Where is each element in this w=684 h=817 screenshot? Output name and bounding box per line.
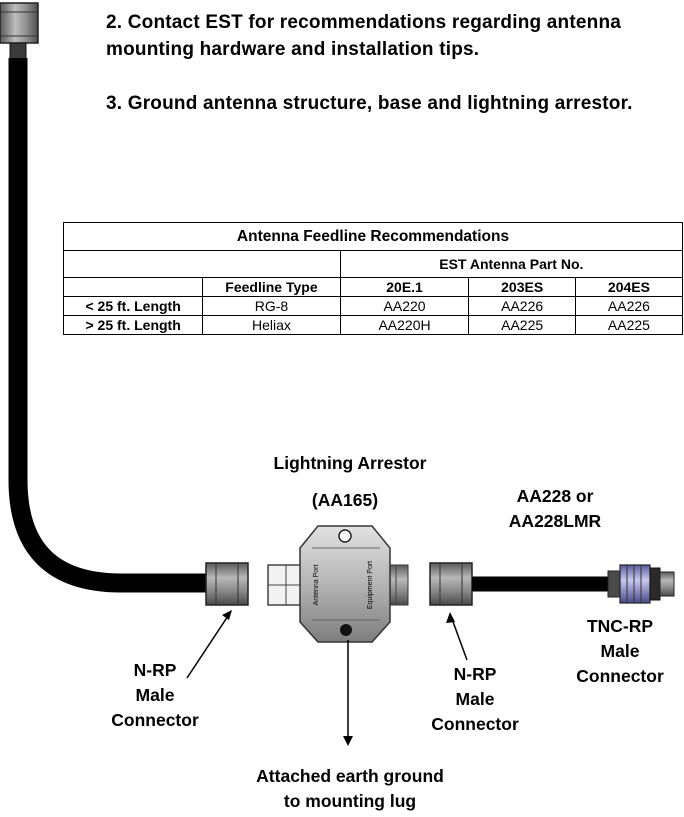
row-label: > 25 ft. Length	[62, 315, 204, 335]
label-line: Connector	[111, 710, 199, 730]
label-line: Male	[455, 689, 495, 709]
jumper-cable-label-line1: AA228 or	[516, 486, 594, 506]
lightning-arrestor: Antenna Port Equipment Port	[267, 525, 409, 643]
mid-connector-label: N-RP Male Connector	[405, 662, 545, 737]
table-cell: AA220	[339, 296, 470, 316]
table-row: < 25 ft. Length RG-8 AA220 AA226 AA226	[62, 296, 684, 316]
instruction-step-2: 2. Contact EST for recommendations regar…	[106, 12, 622, 60]
table-column-header: Feedline Type	[202, 277, 341, 297]
left-nrp-connector	[205, 562, 249, 606]
antenna-port-label: Antenna Port	[313, 565, 320, 606]
table-row: > 25 ft. Length Heliax AA220H AA225 AA22…	[62, 315, 684, 335]
table-empty-header	[63, 250, 341, 278]
arrestor-title-label: Lightning Arrestor	[273, 453, 427, 473]
arrow-left-connector	[186, 610, 232, 679]
label-line: Male	[135, 685, 175, 705]
arrow-mid-connector	[446, 612, 468, 661]
label-line: TNC-RP	[586, 616, 654, 636]
jumper-cable-label: AA228 or AA228LMR	[455, 484, 655, 534]
table-group-header: EST Antenna Part No.	[339, 250, 684, 278]
tnc-connector-label: TNC-RP Male Connector	[556, 614, 684, 689]
equipment-port-label: Equipment Port	[367, 561, 374, 609]
top-cable-connector	[0, 2, 39, 60]
label-line: N-RP	[453, 664, 497, 684]
mid-nrp-connector	[429, 562, 473, 606]
table-title: Antenna Feedline Recommendations	[63, 222, 683, 251]
label-line: N-RP	[133, 660, 177, 680]
table-column-header: 204ES	[574, 277, 684, 297]
feedline-recommendations-table: Antenna Feedline Recommendations EST Ant…	[62, 222, 684, 335]
tnc-rp-connector	[607, 564, 675, 604]
table-cell: AA225	[574, 315, 684, 335]
table-cell: AA226	[468, 296, 576, 316]
label-line: Connector	[576, 666, 664, 686]
table-cell: AA226	[574, 296, 684, 316]
table-column-header: 203ES	[468, 277, 576, 297]
instruction-step-3: 3. Ground antenna structure, base and li…	[106, 93, 633, 114]
arrestor-part-label: (AA165)	[311, 490, 379, 510]
table-column-header: 20E.1	[339, 277, 470, 297]
label-line: Male	[600, 641, 640, 661]
label-line: Connector	[431, 714, 519, 734]
table-cell: RG-8	[202, 296, 341, 316]
table-cell: AA225	[468, 315, 576, 335]
left-connector-label: N-RP Male Connector	[85, 658, 225, 733]
label-line: to mounting lug	[283, 791, 417, 811]
jumper-cable-label-line2: AA228LMR	[508, 511, 602, 531]
ground-label: Attached earth ground to mounting lug	[190, 764, 510, 814]
table-cell: Heliax	[202, 315, 341, 335]
table-cell: AA220H	[339, 315, 470, 335]
table-column-header	[62, 277, 204, 297]
arrow-ground	[343, 640, 353, 746]
row-label: < 25 ft. Length	[62, 296, 204, 316]
label-line: Attached earth ground	[256, 766, 444, 786]
feedline-cable	[8, 58, 210, 593]
